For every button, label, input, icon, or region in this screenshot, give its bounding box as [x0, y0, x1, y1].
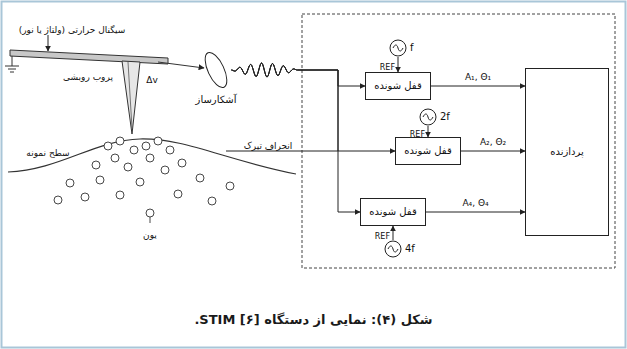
photo-detector: آشکارساز	[188, 46, 244, 106]
ion	[166, 146, 174, 154]
deflection-signal-line	[226, 151, 338, 152]
ion-cloud	[54, 137, 234, 205]
ground-symbol	[5, 56, 19, 72]
figure-caption: شکل (۴): نمایی از دستگاه STIM [۶].	[194, 312, 432, 327]
ion	[142, 142, 150, 150]
probe-tip	[122, 61, 140, 134]
ion	[116, 191, 124, 199]
lock-in-amplifier-box: قفل شونده	[395, 137, 461, 165]
signal-connector	[431, 86, 525, 87]
reference-label: REF	[375, 232, 390, 241]
ion	[208, 197, 216, 205]
part-label: سطح نمونه	[26, 148, 69, 158]
sample-surface	[8, 139, 296, 174]
ground-bar	[10, 72, 14, 73]
reference-label: REF	[410, 130, 425, 139]
ground-bar	[8, 69, 16, 70]
lock-in-amplifier-box: قفل شونده	[365, 72, 431, 100]
sine-symbol	[423, 114, 433, 120]
signal-connector	[461, 151, 525, 152]
ion	[161, 166, 169, 174]
probe-tip-edge	[128, 62, 132, 128]
ion	[130, 146, 138, 154]
ion	[174, 190, 182, 198]
signal-label: سیگنال حرارتی (ولتاژ یا نور)	[19, 25, 126, 35]
ion	[96, 176, 104, 184]
source-circle	[420, 109, 436, 125]
signal-connector	[231, 63, 365, 86]
signal-connector	[231, 63, 360, 212]
signal-label: Δv	[146, 75, 157, 85]
ion-key-symbol	[146, 209, 154, 217]
detector-label: آشکارساز	[196, 94, 237, 106]
ac-source-symbol	[384, 240, 402, 258]
detector-ellipse	[201, 49, 232, 90]
ion	[92, 161, 100, 169]
ion	[154, 137, 162, 145]
frequency-label: f	[410, 42, 414, 54]
ac-source-symbol	[389, 39, 407, 57]
signal-connector	[393, 226, 394, 240]
dashed-enclosure	[302, 14, 615, 268]
ion	[54, 196, 62, 204]
part-label: یون	[143, 230, 157, 240]
ion	[81, 193, 89, 201]
ion	[116, 137, 124, 145]
detector-symbol	[198, 46, 234, 94]
box-label: قفل شونده	[374, 80, 421, 92]
ion	[196, 174, 204, 182]
oscillator-source: 4f	[384, 240, 415, 258]
frequency-label: 4f	[405, 243, 415, 255]
ground-wire	[12, 56, 13, 66]
ion	[104, 142, 112, 150]
box-label: قفل شونده	[369, 206, 416, 218]
ion	[111, 154, 119, 162]
signal-connector	[428, 126, 429, 137]
ion-leader	[150, 217, 151, 223]
laser-beam	[158, 62, 204, 68]
sine-symbol	[393, 45, 403, 51]
sine-symbol	[388, 246, 398, 252]
frequency-label: 2f	[440, 111, 450, 123]
signal-connector	[398, 57, 399, 72]
source-circle	[390, 40, 406, 56]
output-signal-label: A₂, Θ₂	[480, 137, 506, 147]
reference-label: REF	[380, 63, 395, 72]
cantilever	[10, 50, 168, 64]
ion	[178, 159, 186, 167]
output-signal-label: A₁, Θ₁	[465, 72, 491, 82]
ion	[66, 179, 74, 187]
oscillator-source: 2f	[419, 108, 450, 126]
signal-connector	[426, 212, 525, 213]
ground-bar	[5, 66, 19, 67]
signal-label: انحراف تیرک	[244, 141, 293, 151]
part-label: پروب روبشی	[63, 72, 113, 82]
output-signal-label: A₄, Θ₄	[462, 198, 488, 208]
thermal-signal-arrow	[48, 35, 49, 51]
ion	[146, 154, 154, 162]
source-circle	[385, 241, 401, 257]
oscillator-source: f	[389, 39, 414, 57]
ac-source-symbol	[419, 108, 437, 126]
ion	[124, 163, 132, 171]
box-label: قفل شونده	[404, 145, 451, 157]
lock-in-amplifier-box: قفل شونده	[360, 198, 426, 226]
box-label: پردازنده	[550, 146, 584, 158]
ion	[136, 178, 144, 186]
ion	[226, 182, 234, 190]
processor-box: پردازنده	[525, 68, 609, 236]
